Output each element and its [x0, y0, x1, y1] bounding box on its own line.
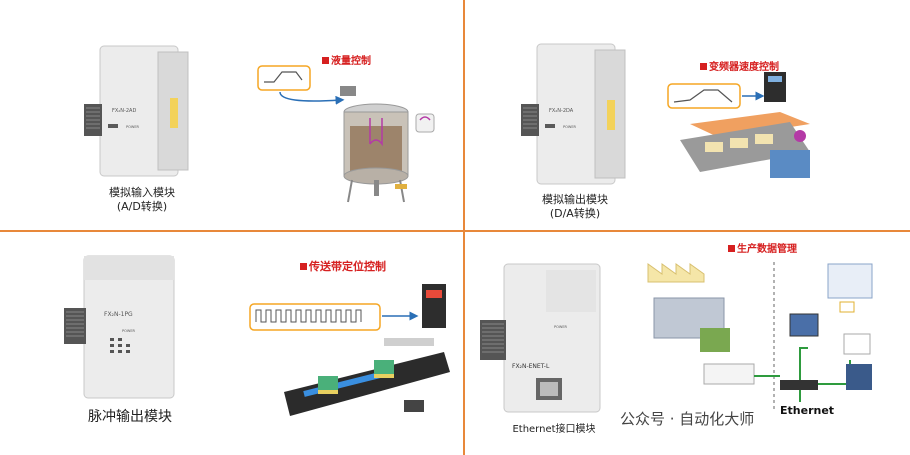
caption-ethernet: Ethernet接口模块	[512, 424, 596, 435]
caption-analog-input: 模拟输入模块 (A/D转换)	[82, 186, 202, 214]
caption-line2: (D/A转换)	[549, 207, 601, 220]
power-led-label: POWER	[563, 125, 577, 129]
title-level-control: 液量控制	[322, 52, 371, 67]
analog-output-module-image: FX₂N-2DA POWER	[521, 43, 626, 185]
module-label: FX₂N-1PG	[104, 311, 133, 318]
analog-input-module-image: FX₂N-2AD POWER	[84, 45, 189, 177]
title-text: 生产数据管理	[737, 244, 797, 255]
module-label: FX₂N-2AD	[112, 108, 136, 114]
ethernet-network-label: Ethernet	[780, 404, 835, 417]
title-production-data: 生产数据管理	[728, 240, 797, 255]
caption-analog-output: 模拟输出模块 (D/A转换)	[515, 193, 635, 221]
module-label: FX₂N-2DA	[549, 108, 574, 114]
title-text: 液量控制	[331, 56, 371, 67]
vertical-divider	[463, 0, 465, 455]
conveyor-positioning-illustration	[249, 284, 450, 416]
title-text: 变频器速度控制	[709, 62, 779, 73]
tank-illustration	[257, 65, 435, 203]
power-led-label: POWER	[122, 329, 136, 333]
caption-pulse-output: 脉冲输出模块	[88, 409, 172, 425]
ethernet-module-image: POWER FX₂N-ENET-L	[480, 263, 601, 413]
factory-network-illustration	[647, 262, 873, 412]
module-label: FX₂N-ENET-L	[512, 363, 550, 370]
caption-line1: 模拟输出模块	[542, 193, 608, 206]
caption-line1: 模拟输入模块	[109, 186, 175, 199]
caption-line2: (A/D转换)	[116, 200, 168, 213]
title-text: 传送带定位控制	[309, 260, 386, 273]
power-led-label: POWER	[554, 325, 568, 329]
power-led-label: POWER	[126, 125, 140, 129]
pulse-output-module-image: FX₂N-1PG POWER	[64, 255, 175, 399]
title-inverter-speed: 变频器速度控制	[700, 58, 779, 73]
watermark-text: 公众号 · 自动化大师	[620, 410, 755, 428]
title-conveyor-positioning: 传送带定位控制	[300, 258, 386, 274]
conveyor-inverter-illustration	[667, 72, 810, 178]
horizontal-divider	[0, 230, 910, 232]
